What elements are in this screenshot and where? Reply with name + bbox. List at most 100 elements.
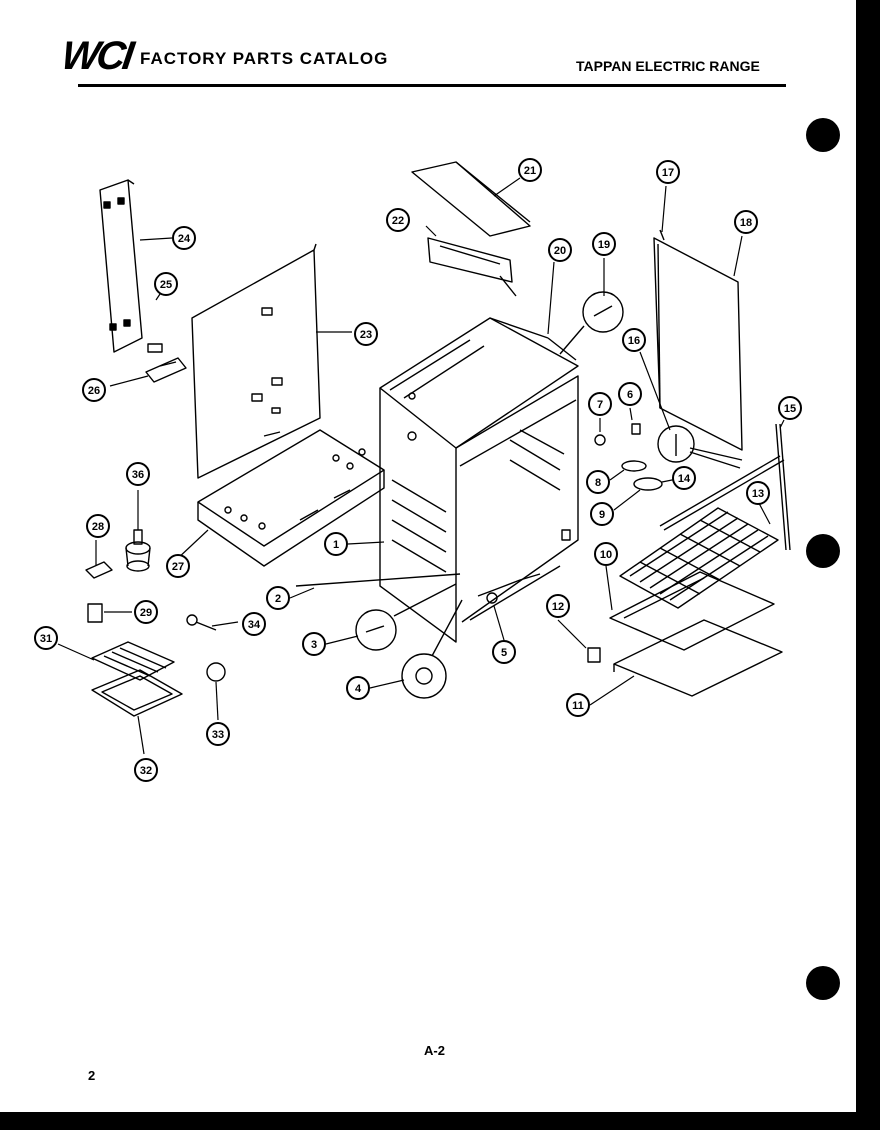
callout-label: 9 [599, 509, 605, 521]
callout-3: 3 [302, 632, 326, 656]
callout-15: 15 [778, 396, 802, 420]
callout-label: 33 [212, 729, 224, 741]
callout-36: 36 [126, 462, 150, 486]
callout-label: 20 [554, 245, 566, 257]
callout-label: 5 [501, 647, 507, 659]
bracket-9 [633, 477, 663, 491]
callout-label: 3 [311, 639, 317, 651]
callout-31: 31 [34, 626, 58, 650]
clip-6 [631, 423, 641, 435]
screw-19-detail [559, 291, 624, 355]
callout-4: 4 [346, 676, 370, 700]
callout-33: 33 [206, 722, 230, 746]
exploded-parts-diagram: 1234567891011121314151617181920212223242… [34, 158, 802, 782]
callout-label: 14 [678, 473, 691, 485]
callout-2: 2 [266, 586, 290, 610]
callout-28: 28 [86, 514, 110, 538]
oven-rack [619, 507, 779, 609]
nut-7 [594, 434, 606, 446]
catalog-page: WCI FACTORY PARTS CATALOG TAPPAN ELECTRI… [0, 0, 856, 1112]
callout-label: 27 [172, 561, 184, 573]
screw-16-detail [657, 425, 743, 469]
bracket-parts [145, 343, 187, 383]
callout-label: 29 [140, 607, 152, 619]
broiler-pan [91, 669, 183, 717]
callout-label: 36 [132, 469, 144, 481]
callout-23: 23 [354, 322, 378, 346]
callout-label: 25 [160, 279, 172, 291]
callout-26: 26 [82, 378, 106, 402]
leader-lines [57, 177, 785, 755]
bottom-tray [197, 429, 385, 567]
callout-9: 9 [590, 502, 614, 526]
bracket-8 [621, 460, 647, 472]
callout-label: 16 [628, 335, 640, 347]
hook-34 [186, 614, 217, 631]
oven-top-frame [489, 317, 577, 361]
bracket-5 [477, 573, 541, 604]
callout-18: 18 [734, 210, 758, 234]
oven-cabinet-body [379, 317, 579, 643]
callout-label: 18 [740, 217, 752, 229]
clip-29 [87, 603, 103, 623]
callout-label: 10 [600, 549, 612, 561]
rod [295, 573, 461, 587]
callout-17: 17 [656, 160, 680, 184]
callout-8: 8 [586, 470, 610, 494]
screw-detail [355, 583, 457, 651]
callout-32: 32 [134, 758, 158, 782]
binder-hole-bottom [806, 966, 840, 1000]
callout-25: 25 [154, 272, 178, 296]
callout-label: 19 [598, 239, 610, 251]
callout-34: 34 [242, 612, 266, 636]
small-spacer [587, 647, 601, 663]
page-number: 2 [88, 1068, 96, 1083]
callout-label: 21 [524, 165, 536, 177]
callout-27: 27 [166, 554, 190, 578]
callout-6: 6 [618, 382, 642, 406]
callout-label: 11 [572, 700, 584, 712]
control-knob [125, 529, 151, 572]
callout-label: 4 [355, 683, 362, 695]
callout-label: 28 [92, 521, 104, 533]
broiler-grid [91, 641, 175, 681]
callout-20: 20 [548, 238, 572, 262]
callout-label: 13 [752, 488, 764, 500]
side-door-panel [653, 229, 743, 451]
product-title: TAPPAN ELECTRIC RANGE [576, 58, 760, 74]
callout-label: 22 [392, 215, 404, 227]
drawer-panel [609, 571, 775, 651]
callout-11: 11 [566, 693, 590, 717]
callout-label: 8 [595, 477, 601, 489]
top-cover [411, 161, 531, 237]
side-rails [659, 423, 791, 551]
callout-label: 17 [662, 167, 674, 179]
callout-5: 5 [492, 640, 516, 664]
callout-label: 12 [552, 601, 564, 613]
rear-upper-panel [427, 237, 517, 297]
callout-21: 21 [518, 158, 542, 182]
callout-22: 22 [386, 208, 410, 232]
callout-label: 26 [88, 385, 100, 397]
callout-29: 29 [134, 600, 158, 624]
bottom-drawer [613, 619, 783, 697]
callout-13: 13 [746, 481, 770, 505]
callout-label: 31 [40, 633, 52, 645]
callout-label: 2 [275, 593, 281, 605]
header-rule [78, 84, 786, 87]
callout-label: 1 [333, 539, 339, 551]
callout-label: 34 [248, 619, 261, 631]
ring-33 [206, 662, 226, 682]
rear-trim-panel [99, 179, 143, 353]
callout-14: 14 [672, 466, 696, 490]
callout-label: 32 [140, 765, 152, 777]
callout-10: 10 [594, 542, 618, 566]
binder-hole-top [806, 118, 840, 152]
callout-circles: 1234567891011121314151617181920212223242… [34, 158, 802, 782]
callout-label: 7 [597, 399, 603, 411]
callout-label: 6 [627, 389, 633, 401]
callout-16: 16 [622, 328, 646, 352]
page-code: A-2 [424, 1043, 445, 1058]
callout-12: 12 [546, 594, 570, 618]
callout-19: 19 [592, 232, 616, 256]
